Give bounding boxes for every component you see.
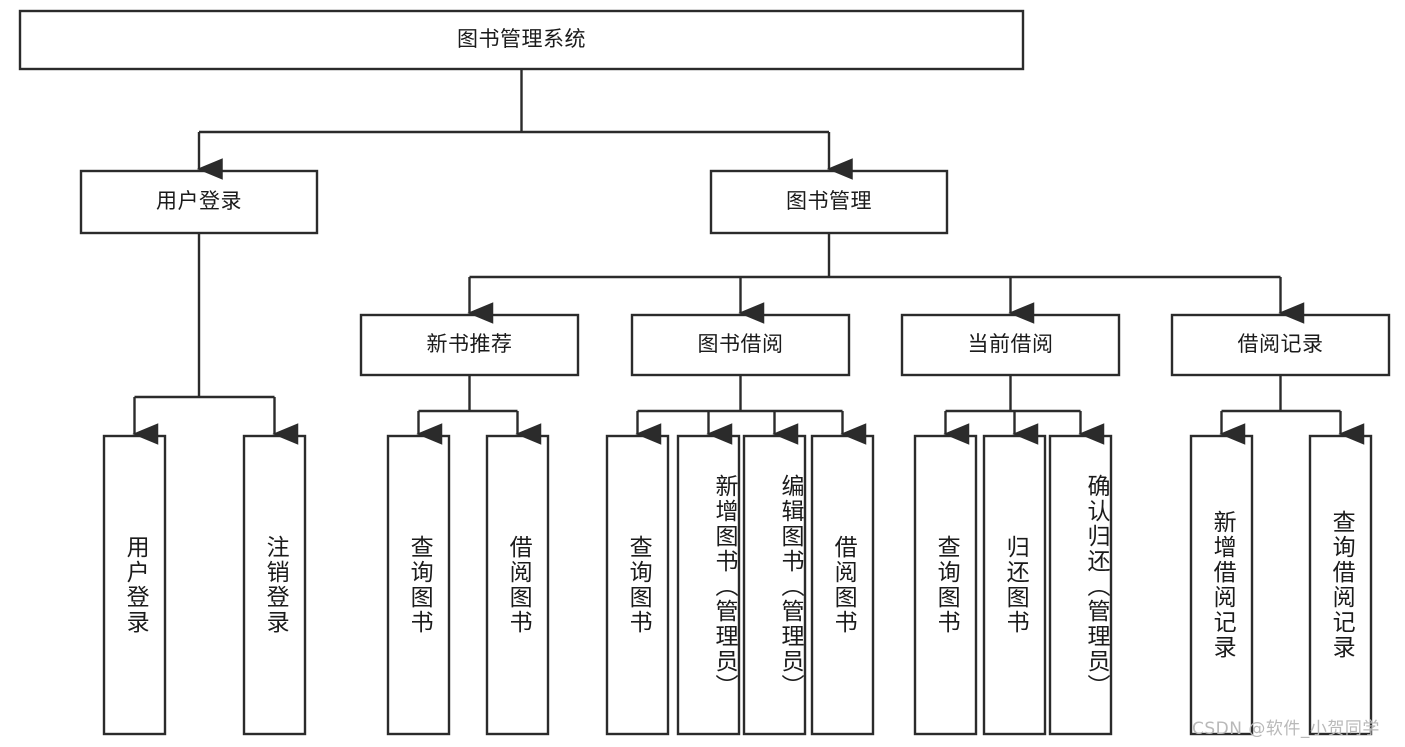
node-leaf-5[interactable] [676, 434, 741, 736]
node-level3-2[interactable] [900, 313, 1121, 377]
node-leaf-label-2: 查询图书 [406, 535, 433, 635]
node-leaf-label-11: 新增借阅记录 [1209, 510, 1236, 660]
node-leaf-label-3: 借阅图书 [505, 535, 532, 635]
node-root[interactable] [18, 9, 1025, 71]
node-leaf-label-8: 查询图书 [933, 535, 960, 635]
node-leaf-label-7: 借阅图书 [830, 535, 857, 635]
node-leaf-11[interactable] [1189, 434, 1254, 736]
node-leaf-label-4: 查询图书 [625, 535, 652, 635]
node-leaf-label-6: 编辑图书（管理员） [777, 473, 803, 699]
node-level3-0[interactable] [359, 313, 580, 377]
node-level3-3[interactable] [1170, 313, 1391, 377]
node-leaf-label-9: 归还图书 [1002, 535, 1029, 635]
node-leaf-label-12: 查询借阅记录 [1328, 510, 1355, 660]
node-leaf-7[interactable] [810, 434, 875, 736]
node-leaf-3[interactable] [485, 434, 550, 736]
csdn-watermark: CSDN @软件_小贺同学 [1192, 719, 1380, 739]
node-leaf-12[interactable] [1308, 434, 1373, 736]
node-leaf-9[interactable] [982, 434, 1047, 736]
node-leaf-1[interactable] [242, 434, 307, 736]
node-leaf-10[interactable] [1048, 434, 1113, 736]
node-leaf-label-5: 新增图书（管理员） [711, 473, 737, 699]
node-leaf-4[interactable] [605, 434, 670, 736]
node-leaf-2[interactable] [386, 434, 451, 736]
node-leaf-label-10: 确认归还（管理员） [1083, 473, 1109, 699]
node-leaf-8[interactable] [913, 434, 978, 736]
node-leaf-0[interactable] [102, 434, 167, 736]
node-leaf-label-1: 注销登录 [262, 535, 289, 635]
node-level2-0[interactable] [79, 169, 319, 235]
node-leaf-label-0: 用户登录 [122, 535, 149, 635]
node-level2-1[interactable] [709, 169, 949, 235]
node-level3-1[interactable] [630, 313, 851, 377]
